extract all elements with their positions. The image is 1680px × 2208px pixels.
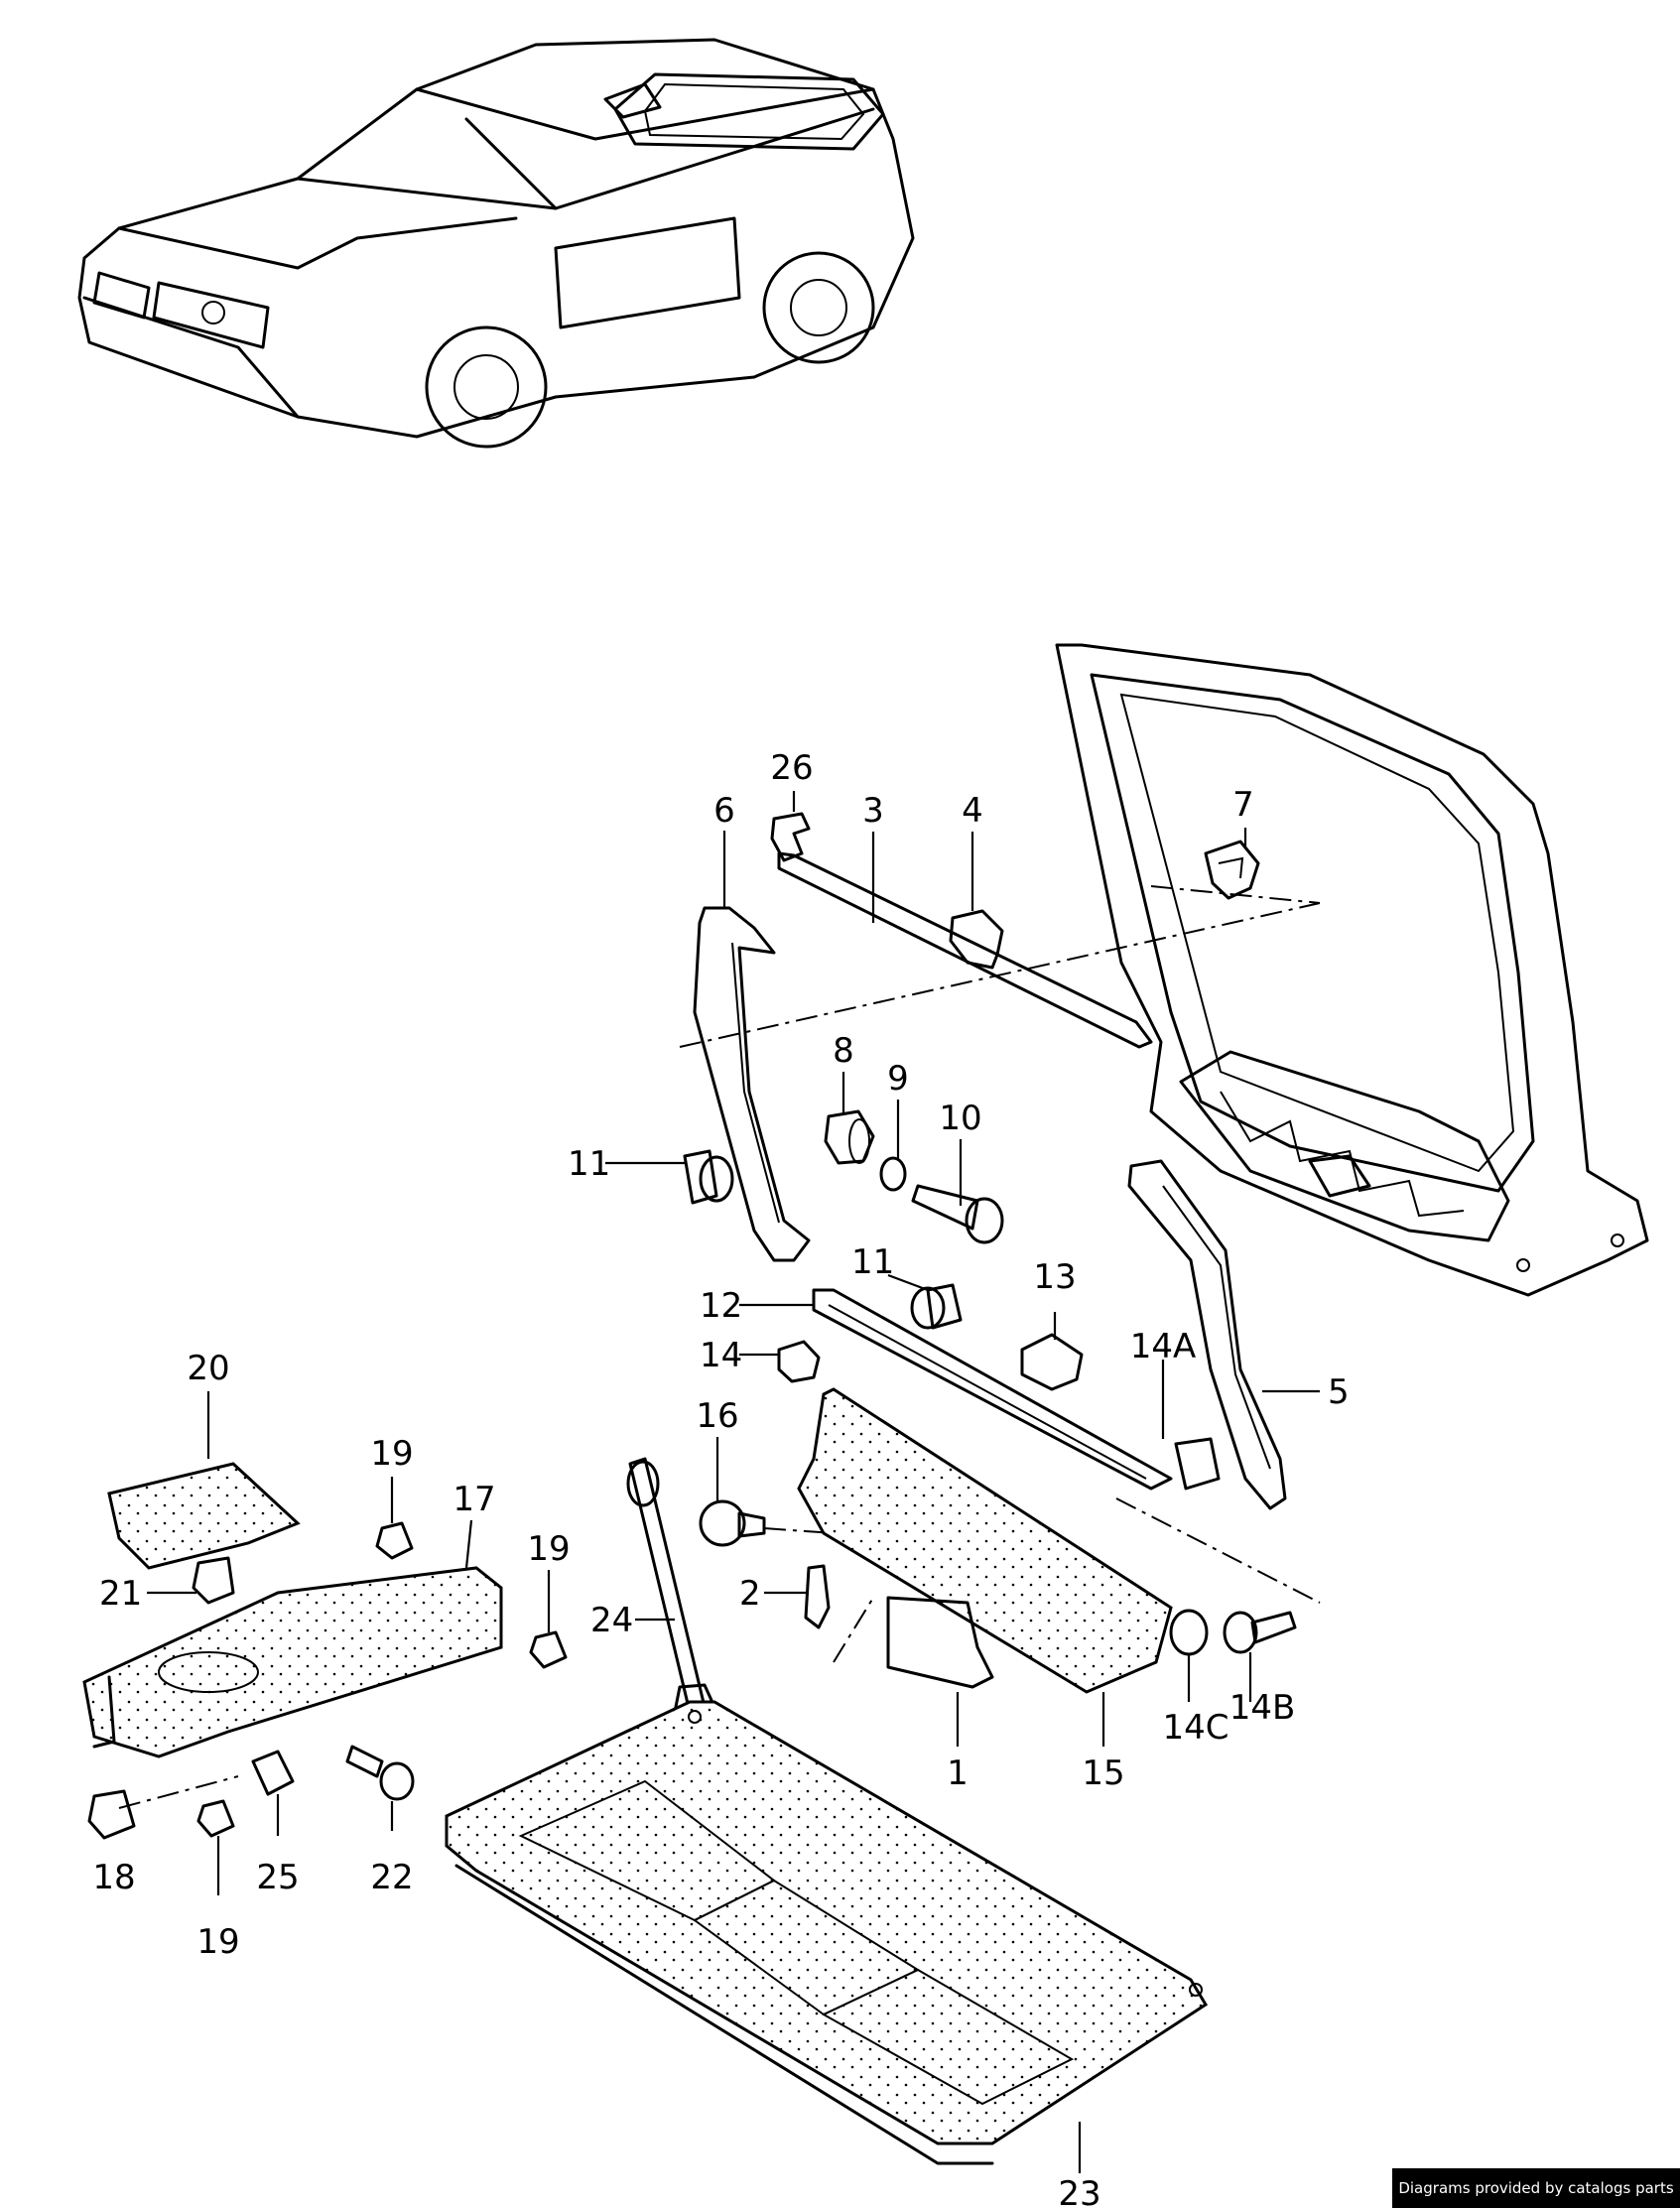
part-23-parcel-shelf	[445, 1700, 1209, 2165]
part-14-clip	[777, 1340, 821, 1383]
callout-10: 10	[939, 1099, 981, 1138]
callout-13: 13	[1033, 1257, 1076, 1297]
part-22-screw	[345, 1745, 415, 1801]
callout-14: 14	[700, 1336, 742, 1375]
part-1-bracket	[886, 1596, 994, 1689]
callout-5: 5	[1328, 1372, 1350, 1412]
callout-12: 12	[700, 1286, 742, 1326]
dash-line-d	[833, 1597, 874, 1663]
callout-19-top: 19	[370, 1434, 413, 1474]
part-13-clip	[1020, 1333, 1084, 1391]
callout-25: 25	[256, 1858, 299, 1897]
part-11-clip-middle	[910, 1283, 963, 1330]
callout-16: 16	[696, 1396, 738, 1436]
part-7-clip	[1204, 840, 1260, 900]
part-20-tray	[107, 1462, 301, 1570]
part-21-bracket	[192, 1556, 235, 1605]
sunroof-panel	[613, 72, 885, 151]
part-14A-clip	[1174, 1437, 1221, 1491]
part-14C-cap	[1169, 1609, 1209, 1656]
part-10-screw	[911, 1184, 1004, 1244]
callout-26: 26	[770, 748, 813, 788]
credit-badge: Diagrams provided by catalogs parts	[1392, 2168, 1680, 2208]
callout-3: 3	[862, 791, 884, 831]
callout-7: 7	[1232, 785, 1254, 825]
tailgate-frame	[1055, 643, 1649, 1297]
car-overview	[77, 38, 915, 449]
callout-19-bottom: 19	[196, 1922, 239, 1962]
part-2-pin	[804, 1564, 831, 1629]
callout-21: 21	[99, 1574, 142, 1614]
part-14B-screw	[1223, 1611, 1297, 1654]
part-8-grommet	[824, 1109, 875, 1165]
part-5-side-trim	[1127, 1159, 1287, 1510]
part-11-clip-left	[683, 1149, 734, 1205]
callout-11-left: 11	[568, 1144, 610, 1184]
part-26-clip	[770, 812, 811, 862]
callout-2: 2	[739, 1574, 761, 1614]
part-19-nut-b	[529, 1630, 568, 1669]
dash-line-b	[1150, 885, 1321, 904]
callout-15: 15	[1082, 1753, 1124, 1793]
callout-14B: 14B	[1229, 1688, 1296, 1728]
callout-4: 4	[962, 791, 983, 831]
callout-labels: 26 3 4 6 7 8 9 10 11 11 12 13 14 14A 5 1…	[92, 748, 1349, 2208]
callout-8: 8	[833, 1031, 854, 1071]
part-17-side-bin	[82, 1566, 503, 1758]
callout-17: 17	[452, 1480, 495, 1519]
callout-24: 24	[590, 1601, 633, 1640]
part-24-strap	[626, 1457, 716, 1729]
callout-19-right: 19	[527, 1529, 570, 1569]
part-9-washer	[879, 1156, 907, 1192]
dash-line-f	[118, 1775, 239, 1809]
callout-14A: 14A	[1130, 1327, 1197, 1366]
callout-23: 23	[1058, 2174, 1100, 2208]
part-6-side-trim	[693, 906, 811, 1262]
leader-lines	[147, 791, 1320, 2173]
part-16-clip	[699, 1499, 766, 1547]
callout-22: 22	[370, 1858, 413, 1897]
part-3-strip	[777, 851, 1153, 1049]
dash-line-c	[1115, 1497, 1321, 1604]
callout-6: 6	[713, 791, 735, 831]
part-12-panel	[812, 1288, 1173, 1491]
part-4-clip	[949, 909, 1004, 970]
callout-1: 1	[947, 1753, 969, 1793]
callout-20: 20	[187, 1349, 229, 1388]
dash-line-a	[679, 902, 1321, 1048]
callout-11-middle: 11	[851, 1242, 894, 1282]
part-19-nut-c	[196, 1799, 235, 1838]
part-18-clip	[87, 1789, 136, 1840]
callout-18: 18	[92, 1858, 135, 1897]
part-15-cover	[797, 1387, 1173, 1694]
callout-9: 9	[887, 1059, 909, 1099]
callout-14C: 14C	[1162, 1708, 1228, 1748]
part-25-plug	[251, 1750, 295, 1796]
part-19-nut-a	[375, 1521, 414, 1560]
